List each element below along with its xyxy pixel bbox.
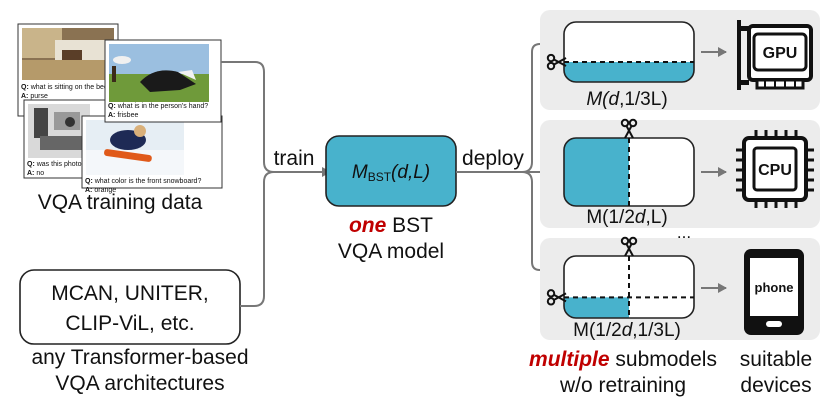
gpu-label: GPU (763, 45, 798, 62)
svg-text:A: orange: A: orange (85, 187, 116, 194)
phone-icon: phone (744, 249, 804, 335)
train-connectors (221, 61, 331, 307)
devices-caption-line2: devices (740, 374, 811, 397)
question-prefix: Q: (108, 103, 116, 110)
cpu-chip-icon: CPU (736, 130, 814, 208)
deploy-label: deploy (462, 147, 524, 170)
svg-text:A: purse: A: purse (21, 93, 48, 100)
architectures-line2: CLIP-ViL, etc. (65, 312, 194, 335)
train-label: train (274, 147, 315, 170)
question-prefix: Q: (21, 84, 29, 91)
devices-caption-line1: suitable (740, 348, 812, 371)
vqa-photo-collage: Q: what is sitting on the bed? A: purse … (17, 23, 223, 194)
kept-parameters-fill (564, 297, 629, 318)
cpu-label: CPU (758, 162, 792, 179)
photo-answer: no (36, 170, 44, 177)
submodels-caption-line2: w/o retraining (559, 374, 686, 397)
train-arrow-from-architectures (240, 171, 275, 307)
svg-text:Q: what color is the front sno: Q: what color is the front snowboard? (85, 178, 201, 185)
scissors-icon (620, 236, 638, 257)
ellipsis: ... (677, 223, 691, 242)
submodel-label-2: M(1/2d,L) (586, 207, 667, 228)
submodel-box-cpu (563, 118, 695, 207)
svg-text:A: no: A: no (27, 170, 44, 177)
svg-text:A: frisbee: A: frisbee (108, 112, 138, 119)
photo-question: what color is the front snowboard? (94, 178, 202, 185)
submodel-label-1: M(d,1/3L) (586, 89, 667, 110)
scissors-icon (620, 118, 638, 139)
photo-answer: orange (94, 187, 116, 194)
bst-model-label: MBST(d,L) (352, 162, 430, 184)
photo-question: what is in the person's hand? (117, 103, 209, 110)
submodel-box-gpu (546, 21, 695, 83)
answer-prefix: A: (108, 112, 115, 119)
submodel-label-3: M(1/2d,1/3L) (573, 320, 681, 341)
model-caption-line2: VQA model (338, 240, 444, 263)
architectures-caption-line2: VQA architectures (55, 372, 224, 395)
photo-question: what is sitting on the bed? (30, 84, 112, 91)
photo-answer: purse (30, 93, 48, 100)
model-caption-line1: one BST (349, 214, 433, 237)
deploy-connectors (456, 39, 557, 275)
architectures-caption-line1: any Transformer-based (31, 346, 248, 369)
question-prefix: Q: (85, 178, 93, 185)
scissors-icon (546, 53, 567, 71)
gpu-card-icon: GPU (737, 20, 813, 90)
kept-parameters-fill (564, 62, 694, 82)
device-arrows (701, 47, 727, 293)
svg-text:Q: what is in the person's han: Q: what is in the person's hand? (108, 103, 208, 110)
architectures-line1: MCAN, UNITER, (51, 282, 209, 305)
submodel-box-phone (546, 236, 695, 319)
scissors-icon (546, 289, 567, 306)
answer-prefix: A: (27, 170, 34, 177)
svg-text:Q: what is sitting on the bed?: Q: what is sitting on the bed? (21, 84, 112, 91)
question-prefix: Q: (27, 161, 35, 168)
vqa-photo-bed: Q: what is sitting on the bed? A: purse (17, 23, 119, 117)
kept-parameters-fill (564, 138, 629, 206)
photo-answer: frisbee (117, 112, 138, 119)
submodels-caption-line1: multiple submodels (529, 348, 717, 371)
deploy-arrow-phone (521, 171, 557, 275)
train-arrow-from-data (221, 61, 331, 177)
vqa-photo-snowboard: Q: what color is the front snowboard? A:… (81, 115, 223, 194)
phone-label: phone (755, 280, 794, 295)
answer-prefix: A: (85, 187, 92, 194)
vqa-photo-dog: Q: what is in the person's hand? A: fris… (104, 39, 222, 123)
training-data-label: VQA training data (38, 191, 203, 214)
deploy-arrow-gpu (521, 39, 553, 173)
answer-prefix: A: (21, 93, 28, 100)
